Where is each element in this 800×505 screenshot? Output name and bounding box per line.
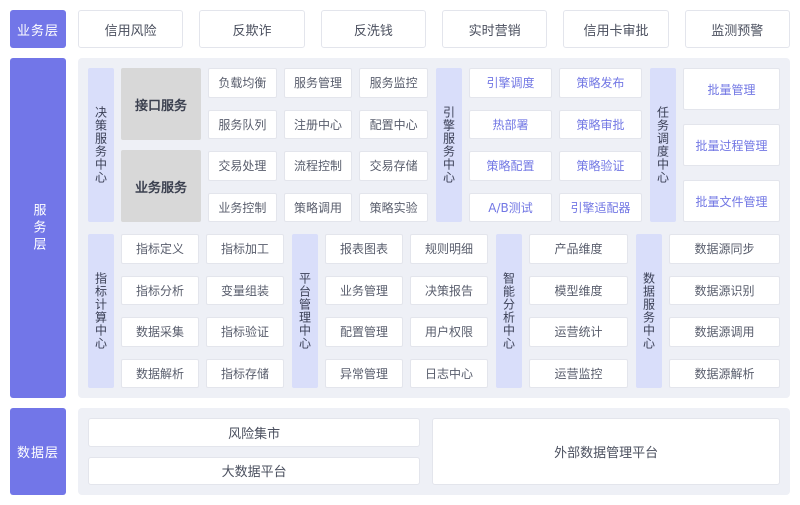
service-item: 变量组装 — [206, 275, 284, 305]
data-left-column: 风险集市 大数据平台 — [88, 418, 421, 485]
decision-items-grid: 负载均衡 服务管理 服务监控 服务队列 注册中心 配置中心 交易处理 流程控制 … — [208, 68, 428, 222]
service-item: 指标验证 — [206, 317, 284, 347]
service-item: 批量文件管理 — [683, 180, 780, 222]
service-item: 日志中心 — [410, 358, 488, 388]
service-item: 规则明细 — [410, 234, 488, 264]
service-item: 策略审批 — [559, 109, 642, 139]
service-row-top: 决策服务中心 接口服务 业务服务 负载均衡 服务管理 服务监控 服务队列 注册中… — [88, 68, 780, 222]
data-item-risk-mart: 风险集市 — [88, 418, 421, 447]
service-item: 交易处理 — [208, 151, 277, 181]
service-item: 引擎适配器 — [559, 192, 642, 222]
service-item: 报表图表 — [325, 234, 403, 264]
service-row-bottom: 指标计算中心 指标定义 指标加工 指标分析 变量组装 数据采集 指标验证 数据解… — [88, 234, 780, 388]
business-item-card-approval: 信用卡审批 — [563, 10, 669, 48]
service-item: 数据解析 — [121, 358, 199, 388]
service-item: 引擎调度 — [469, 68, 552, 98]
intelligent-items-grid: 产品维度 模型维度 运营统计 运营监控 — [529, 234, 628, 388]
intelligent-analysis-center: 智能分析中心 产品维度 模型维度 运营统计 运营监控 — [496, 234, 628, 388]
service-item: 数据源解析 — [669, 358, 780, 388]
service-item: 策略验证 — [559, 151, 642, 181]
service-item: 数据采集 — [121, 317, 199, 347]
business-items: 信用风险 反欺诈 反洗钱 实时营销 信用卡审批 监测预警 — [78, 10, 790, 48]
service-item: 数据源识别 — [669, 275, 780, 305]
service-layer-badge: 服务层 — [10, 58, 66, 398]
service-item: 注册中心 — [283, 109, 353, 139]
service-item: 指标定义 — [121, 234, 199, 264]
service-item: 指标存储 — [206, 358, 284, 388]
service-panel: 决策服务中心 接口服务 业务服务 负载均衡 服务管理 服务监控 服务队列 注册中… — [78, 58, 790, 398]
service-item: 批量管理 — [683, 68, 780, 110]
interface-service-group: 接口服务 — [121, 68, 201, 140]
engine-items-grid: 引擎调度 策略发布 热部署 策略审批 策略配置 策略验证 A/B测试 引擎适配器 — [469, 68, 642, 222]
service-item: 热部署 — [469, 109, 552, 139]
service-layer: 服务层 决策服务中心 接口服务 业务服务 负载均衡 服务管理 服务监控 — [10, 58, 790, 398]
service-item: 运营监控 — [529, 358, 628, 388]
decision-service-center: 决策服务中心 接口服务 业务服务 负载均衡 服务管理 服务监控 服务队列 注册中… — [88, 68, 428, 222]
business-service-group: 业务服务 — [121, 150, 201, 222]
business-item-monitor-alert: 监测预警 — [684, 10, 790, 48]
decision-service-content: 接口服务 业务服务 负载均衡 服务管理 服务监控 服务队列 注册中心 配置中心 … — [121, 68, 428, 222]
data-service-center-label: 数据服务中心 — [636, 234, 662, 388]
service-item: 批量过程管理 — [683, 124, 780, 166]
task-scheduling-center-label: 任务调度中心 — [650, 68, 676, 222]
platform-management-center: 平台管理中心 报表图表 规则明细 业务管理 决策报告 配置管理 用户权限 异常管… — [292, 234, 488, 388]
service-item: A/B测试 — [469, 192, 552, 222]
service-item: 策略调用 — [283, 192, 353, 222]
service-item: 运营统计 — [529, 317, 628, 347]
task-items-grid: 批量管理 批量过程管理 批量文件管理 — [683, 68, 780, 222]
service-item: 业务管理 — [325, 275, 403, 305]
business-layer: 业务层 信用风险 反欺诈 反洗钱 实时营销 信用卡审批 监测预警 — [10, 10, 790, 48]
service-item: 指标加工 — [206, 234, 284, 264]
service-item: 指标分析 — [121, 275, 199, 305]
data-service-center: 数据服务中心 数据源同步 数据源识别 数据源调用 数据源解析 — [636, 234, 780, 388]
engine-service-center-label: 引擎服务中心 — [436, 68, 462, 222]
service-item: 模型维度 — [529, 275, 628, 305]
platform-items-grid: 报表图表 规则明细 业务管理 决策报告 配置管理 用户权限 异常管理 日志中心 — [325, 234, 488, 388]
service-item: 用户权限 — [410, 317, 488, 347]
indicator-computing-center: 指标计算中心 指标定义 指标加工 指标分析 变量组装 数据采集 指标验证 数据解… — [88, 234, 284, 388]
service-item: 产品维度 — [529, 234, 628, 264]
service-item: 数据源同步 — [669, 234, 780, 264]
service-item: 策略实验 — [359, 192, 428, 222]
service-item: 异常管理 — [325, 358, 403, 388]
service-item: 配置中心 — [359, 109, 428, 139]
service-item: 服务队列 — [208, 109, 277, 139]
service-item: 交易存储 — [359, 151, 428, 181]
service-item: 配置管理 — [325, 317, 403, 347]
indicator-computing-center-label: 指标计算中心 — [88, 234, 114, 388]
indicator-items-grid: 指标定义 指标加工 指标分析 变量组装 数据采集 指标验证 数据解析 指标存储 — [121, 234, 284, 388]
data-service-items-grid: 数据源同步 数据源识别 数据源调用 数据源解析 — [669, 234, 780, 388]
data-panel: 风险集市 大数据平台 外部数据管理平台 — [78, 408, 790, 495]
data-item-bigdata-platform: 大数据平台 — [88, 456, 421, 485]
service-item: 服务管理 — [283, 68, 353, 98]
business-item-anti-fraud: 反欺诈 — [199, 10, 305, 48]
service-item: 流程控制 — [283, 151, 353, 181]
decision-service-center-label: 决策服务中心 — [88, 68, 114, 222]
data-layer-badge: 数据层 — [10, 408, 66, 495]
task-scheduling-center: 任务调度中心 批量管理 批量过程管理 批量文件管理 — [650, 68, 780, 222]
business-layer-badge: 业务层 — [10, 10, 66, 48]
engine-service-center: 引擎服务中心 引擎调度 策略发布 热部署 策略审批 策略配置 策略验证 A/B测… — [436, 68, 642, 222]
service-item: 策略发布 — [559, 68, 642, 98]
service-item: 决策报告 — [410, 275, 488, 305]
business-item-anti-money-laundering: 反洗钱 — [320, 10, 426, 48]
platform-management-center-label: 平台管理中心 — [292, 234, 318, 388]
service-item: 服务监控 — [359, 68, 428, 98]
service-item: 数据源调用 — [669, 317, 780, 347]
data-layer: 数据层 风险集市 大数据平台 外部数据管理平台 — [10, 408, 790, 495]
service-item: 负载均衡 — [208, 68, 277, 98]
decision-group-column: 接口服务 业务服务 — [121, 68, 201, 222]
business-item-realtime-marketing: 实时营销 — [441, 10, 548, 48]
data-item-external-data-platform: 外部数据管理平台 — [432, 418, 780, 485]
business-item-credit-risk: 信用风险 — [78, 10, 184, 48]
service-item: 策略配置 — [469, 151, 552, 181]
service-item: 业务控制 — [208, 192, 277, 222]
intelligent-analysis-center-label: 智能分析中心 — [496, 234, 522, 388]
